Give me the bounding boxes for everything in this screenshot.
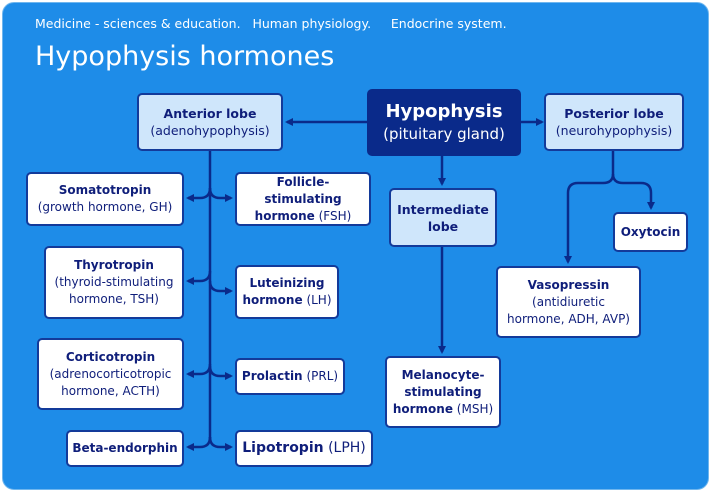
node-anterior-lobe: Anterior lobe (adenohypophysis)	[137, 93, 283, 151]
connector-oxytocin	[611, 173, 655, 210]
thyrotropin-desc2: hormone, TSH)	[69, 292, 159, 306]
corticotropin-desc2: hormone, ACTH)	[61, 383, 160, 398]
node-lipotropin: Lipotropin (LPH)	[235, 430, 373, 467]
connector-prolactin	[208, 365, 233, 380]
node-thyrotropin: Thyrotropin (thyroid-stimulating hormone…	[44, 246, 184, 319]
breadcrumb: Medicine - sciences & education. Human p…	[35, 16, 507, 31]
vasopressin-name: Vasopressin	[527, 277, 610, 292]
connector-beta-endorphin	[186, 436, 212, 451]
somatotropin-desc: (growth hormone, GH)	[37, 200, 173, 214]
node-anterior-title: Anterior lobe	[163, 106, 257, 121]
lipotropin-name: Lipotropin	[242, 440, 324, 456]
node-intermediate-title: Intermediate	[397, 201, 489, 217]
node-somatotropin: Somatotropin (growth hormone, GH)	[26, 172, 184, 226]
thyrotropin-desc1: (thyroid-stimulating	[54, 275, 174, 289]
connector-lipotropin	[208, 436, 233, 451]
node-hypophysis: Hypophysis (pituitary gland)	[367, 89, 521, 156]
connector-corticotropin	[186, 363, 212, 378]
vasopressin-desc1: (antidiuretic	[532, 294, 605, 309]
node-hypophysis-subtitle: (pituitary gland)	[383, 125, 505, 143]
prolactin-abbr: (PRL)	[306, 369, 339, 383]
corticotropin-desc1: (adrenocorticotropic	[49, 366, 172, 381]
connector-fsh	[208, 187, 233, 202]
node-posterior-lobe: Posterior lobe (neurohypophysis)	[544, 93, 684, 151]
connector-lh	[208, 280, 233, 295]
node-hypophysis-title: Hypophysis	[385, 101, 503, 122]
fsh-name2: hormone	[254, 208, 315, 223]
page-title: Hypophysis hormones	[35, 41, 335, 72]
connector-thyrotropin	[186, 270, 212, 285]
node-lh: Luteinizing hormone (LH)	[235, 265, 339, 319]
node-posterior-title: Posterior lobe	[564, 106, 664, 121]
msh-name2: stimulating	[404, 384, 482, 399]
node-msh: Melanocyte- stimulating hormone (MSH)	[385, 356, 501, 428]
node-vasopressin: Vasopressin (antidiuretic hormone, ADH, …	[496, 266, 641, 338]
node-intermediate-lobe: Intermediate lobe	[389, 188, 497, 247]
lh-name1: Luteinizing	[249, 276, 325, 290]
node-posterior-subtitle: (neurohypophysis)	[555, 123, 673, 138]
thyrotropin-name: Thyrotropin	[74, 258, 154, 272]
node-corticotropin: Corticotropin (adrenocorticotropic hormo…	[37, 338, 184, 410]
lh-name2: hormone	[242, 293, 303, 307]
somatotropin-name: Somatotropin	[58, 183, 152, 197]
node-oxytocin: Oxytocin	[613, 212, 688, 252]
msh-name1: Melanocyte-	[401, 367, 485, 382]
node-anterior-subtitle: (adenohypophysis)	[150, 123, 270, 138]
vasopressin-desc2: hormone, ADH, AVP)	[507, 311, 630, 326]
fsh-name1: Follicle-stimulating	[264, 174, 342, 206]
msh-abbr: (MSH)	[456, 401, 494, 416]
node-fsh: Follicle-stimulating hormone (FSH)	[235, 172, 371, 226]
connector-somatotropin	[186, 187, 212, 202]
corticotropin-name: Corticotropin	[65, 349, 156, 364]
node-intermediate-title2: lobe	[427, 218, 459, 234]
node-prolactin: Prolactin (PRL)	[235, 358, 345, 395]
beta-endorphin-name: Beta-endorphin	[72, 441, 178, 455]
prolactin-name: Prolactin	[241, 369, 303, 383]
fsh-abbr: (FSH)	[318, 208, 352, 223]
oxytocin-name: Oxytocin	[620, 224, 681, 239]
msh-name3: hormone	[392, 401, 453, 416]
connector-vasopressin	[564, 173, 615, 264]
lipotropin-abbr: (LPH)	[328, 440, 366, 456]
node-beta-endorphin: Beta-endorphin	[66, 430, 184, 467]
lh-abbr: (LH)	[306, 293, 332, 307]
